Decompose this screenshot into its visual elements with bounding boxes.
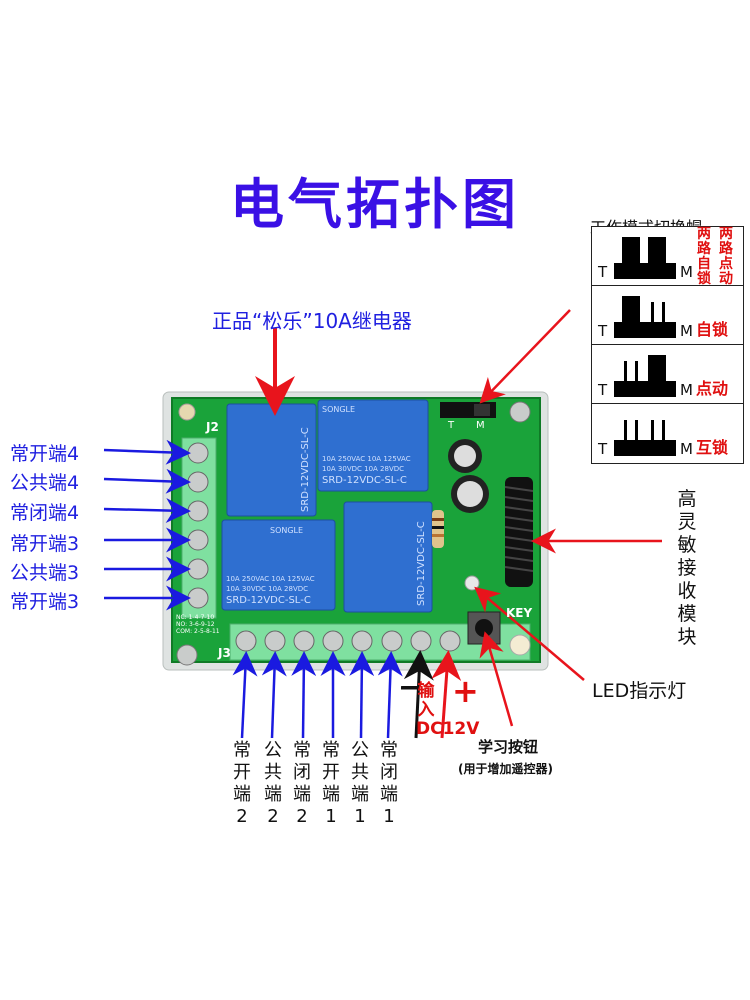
relay-3-model: SRD-12VDC-SL-C [226, 595, 311, 606]
left-terminal-label: 常闭端4 [10, 502, 80, 524]
relay-3-rating-1: 10A 250VAC 10A 125VAC [226, 575, 315, 583]
jumper-cap-icon [622, 296, 640, 322]
pin-icon [651, 302, 654, 324]
left-terminal-label: 常开端4 [10, 443, 80, 465]
relay-2 [317, 399, 429, 492]
jumper-m-label: M [476, 420, 485, 431]
mode-label-two-way-latch: 两路自锁 [697, 226, 711, 287]
led-indicator-label: LED指示灯 [592, 680, 687, 702]
led [464, 575, 480, 591]
page-title: 电气拓扑图 [230, 173, 520, 236]
mode-label-latch: 自锁 [696, 320, 729, 339]
relay-1-model: SRD-12VDC-SL-C [300, 427, 311, 512]
mode-panel: T M 两路自锁 两路点动 T M 自锁 T M 点动 T M 互锁 [591, 226, 744, 464]
power-plus-sign: + [452, 672, 479, 710]
j3-label: J3 [218, 646, 231, 660]
jumper-base-icon [614, 263, 676, 279]
mode-label-momentary: 点动 [696, 379, 729, 398]
left-terminal-label: 公共端3 [10, 562, 80, 584]
receiver-coil [504, 477, 534, 587]
pin-icon [635, 420, 638, 442]
left-terminal-label: 公共端4 [10, 472, 80, 494]
pin-m-label: M [680, 381, 693, 399]
learn-button-sublabel: (用于增加遥控器) [458, 762, 553, 776]
pin-icon [662, 420, 665, 442]
power-input-label: 输入DC12V [416, 681, 480, 739]
mode-row-two-way: T M 两路自锁 两路点动 [592, 226, 743, 287]
key-label: KEY [506, 606, 533, 620]
pin-t-label: T [598, 381, 608, 399]
relay-3-rating-2: 10A 30VDC 10A 28VDC [226, 585, 309, 593]
pin-icon [662, 302, 665, 324]
jumper-cap-icon [648, 237, 666, 263]
mode-row-momentary: T M 点动 [592, 345, 743, 404]
relay-2-brand: SONGLE [322, 405, 356, 414]
pin-icon [651, 420, 654, 442]
mount-screw [176, 644, 198, 666]
j2-label: J2 [206, 420, 219, 434]
pin-icon [624, 420, 627, 442]
jumper-base-icon [614, 440, 676, 456]
relay-4-model: SRD-12VDC-SL-C [416, 521, 427, 606]
pin-legend: NC: 1-4-7-10 NO: 3-6-9-12 COM: 2-5-8-11 [176, 614, 220, 635]
left-arrows [103, 439, 191, 611]
button-arrow [479, 631, 514, 727]
power-plus-arrow [431, 650, 462, 739]
jumper-base-icon [614, 381, 676, 397]
relay-caption: 正品“松乐”10A继电器 [212, 309, 412, 333]
relay-2-rating-2: 10A 30VDC 10A 28VDC [322, 465, 405, 473]
bottom-screws [235, 630, 461, 652]
bottom-arrows [232, 651, 403, 739]
mode-row-interlock: T M 互锁 [592, 404, 743, 462]
power-minus-sign: − [398, 670, 424, 705]
pin-t-label: T [598, 440, 608, 458]
left-screws [187, 442, 209, 609]
mode-label-interlock: 互锁 [696, 438, 729, 457]
pin-t-label: T [598, 263, 608, 281]
pin-m-label: M [680, 263, 693, 281]
pin-t-label: T [598, 322, 608, 340]
jumper-base-icon [614, 322, 676, 338]
pin-m-label: M [680, 322, 693, 340]
relay-2-rating-1: 10A 250VAC 10A 125VAC [322, 455, 411, 463]
mount-screw [509, 401, 531, 423]
mode-label-two-way-momentary: 两路点动 [719, 226, 733, 287]
relay-3 [221, 519, 336, 611]
mode-row-latch: T M 自锁 [592, 286, 743, 345]
receiver-module-label: 高灵敏接收模块 [677, 488, 697, 648]
learn-button-label: 学习按钮 [478, 738, 539, 756]
pin-m-label: M [680, 440, 693, 458]
relay-2-model: SRD-12VDC-SL-C [322, 475, 407, 486]
jumper-arrow [479, 309, 571, 404]
led-arrow [474, 586, 585, 681]
jumper-cap-icon [622, 237, 640, 263]
relay-4 [343, 501, 433, 613]
pin-icon [624, 361, 627, 383]
jumper-t-label: T [448, 420, 455, 431]
jumper-cap-icon [648, 355, 666, 381]
pin-icon [635, 361, 638, 383]
relay-3-brand: SONGLE [270, 526, 304, 535]
left-terminal-label: 常开端3 [10, 533, 80, 555]
power-minus-arrow [403, 650, 434, 739]
left-terminal-label: 常开端3 [10, 591, 80, 613]
